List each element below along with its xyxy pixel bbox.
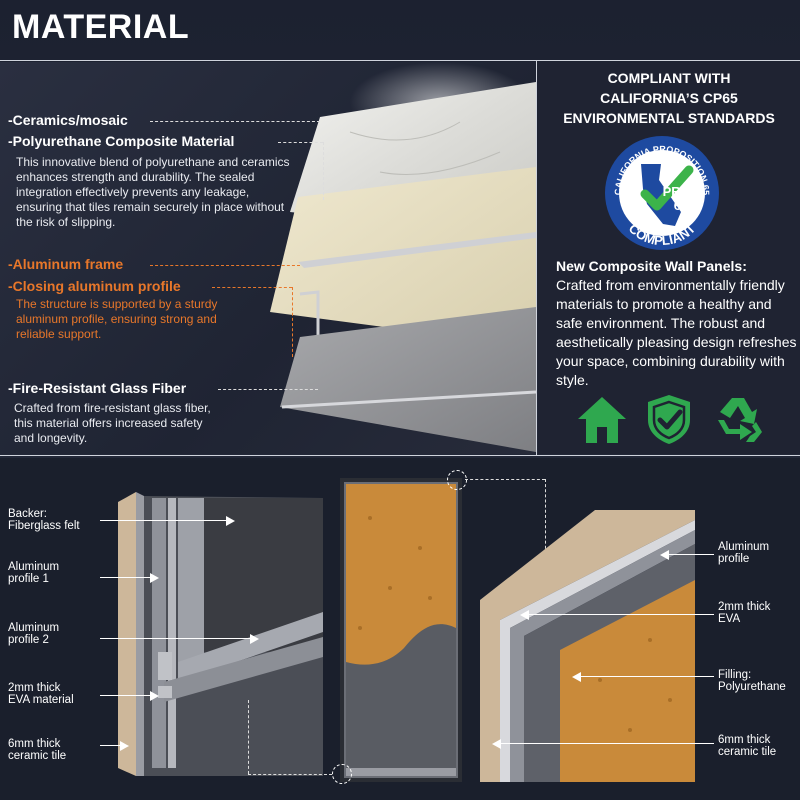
leader-closing-profile	[212, 287, 292, 288]
label-alu1-line-1: Aluminum	[8, 561, 60, 573]
label-tile-left-line-1: 6mm thick	[8, 738, 61, 750]
label-alu-right-line-1: Aluminum	[718, 541, 770, 553]
arrow-tile-right-head	[492, 739, 501, 749]
left-section-diagram	[118, 492, 323, 776]
leader-ceramics	[150, 121, 320, 122]
arrow-alu-right	[668, 554, 714, 555]
label-eva-right: 2mm thick EVA	[718, 601, 770, 625]
label-alu-right-line-2: profile	[718, 553, 750, 565]
arrow-filling-head	[572, 672, 581, 682]
composite-panels-title: New Composite Wall Panels:	[556, 258, 747, 274]
label-eva-right-line-1: 2mm thick	[718, 601, 771, 613]
center-cut-diagram	[340, 478, 462, 782]
composite-panels-body: Crafted from environmentally friendly ma…	[556, 277, 797, 388]
label-alu1-line-2: profile 1	[8, 573, 49, 585]
zoom-circle-bottom	[332, 764, 352, 784]
arrow-tile-left-head	[120, 741, 129, 751]
prop65-seal-icon: CALIFORNIA PROPOSITION 65 COMPLIANT PROP…	[605, 136, 719, 250]
arrow-eva-left-head	[150, 691, 159, 701]
arrow-alu2-head	[250, 634, 259, 644]
compliance-heading-line-3: ENVIRONMENTAL STANDARDS	[563, 110, 775, 126]
arrow-filling	[580, 676, 714, 677]
compliance-heading-line-1: COMPLIANT WITH	[607, 70, 731, 86]
zoom-link-right-h	[465, 479, 545, 480]
label-tile-left: 6mm thick ceramic tile	[8, 738, 66, 762]
page-title: MATERIAL	[12, 8, 190, 46]
label-backer-line-2: Fiberglass felt	[8, 520, 80, 532]
seal-prop-text: PROP	[663, 184, 700, 199]
zoom-link-left-v	[248, 700, 249, 774]
arrow-alu1-head	[150, 573, 159, 583]
layer-stack-illustration	[270, 62, 536, 452]
label-glass-fiber: -Fire-Resistant Glass Fiber	[8, 380, 187, 396]
divider-bottom	[0, 455, 800, 456]
label-closing-profile: -Closing aluminum profile	[8, 278, 181, 294]
recycle-icon	[718, 398, 762, 442]
arrow-backer-head	[226, 516, 235, 526]
arrow-backer	[100, 520, 228, 521]
divider-top	[0, 60, 800, 61]
zoom-circle-top	[447, 470, 467, 490]
closing-profile-description: The structure is supported by a sturdy a…	[16, 297, 218, 341]
label-eva-left: 2mm thick EVA material	[8, 682, 74, 706]
label-tile-right-line-2: ceramic tile	[718, 746, 777, 758]
arrow-eva-right-head	[520, 610, 529, 620]
leader-closing-profile-v	[292, 287, 293, 357]
arrow-tile-right	[500, 743, 714, 744]
label-alu2-line-2: profile 2	[8, 634, 49, 646]
label-alu2: Aluminum profile 2	[8, 622, 59, 646]
arrow-alu1	[100, 577, 152, 578]
label-aluminum-frame: -Aluminum frame	[8, 256, 124, 272]
label-eva-left-line-2: EVA material	[8, 694, 74, 706]
compliance-heading: COMPLIANT WITH CALIFORNIA’S CP65 ENVIRON…	[538, 68, 800, 128]
compliance-heading-line-2: CALIFORNIA’S CP65	[600, 90, 738, 106]
label-alu-right: Aluminum profile	[718, 541, 769, 565]
label-filling: Filling: Polyurethane	[718, 669, 786, 693]
right-section-diagram	[480, 510, 695, 782]
zoom-link-right-v	[545, 479, 546, 559]
arrow-alu2	[100, 638, 252, 639]
label-eva-left-line-1: 2mm thick	[8, 682, 61, 694]
layer-polyurethane	[270, 167, 536, 347]
compliance-panel	[538, 62, 800, 454]
label-backer: Backer: Fiberglass felt	[8, 508, 80, 532]
arrow-tile-left	[100, 745, 122, 746]
seal-number-text: 65	[674, 198, 688, 213]
label-alu1: Aluminum profile 1	[8, 561, 59, 585]
arrow-alu-right-head	[660, 550, 669, 560]
leader-aluminum-frame	[150, 265, 300, 266]
leader-polyurethane	[278, 142, 323, 143]
label-backer-line-1: Backer:	[8, 508, 47, 520]
shield-check-icon	[648, 395, 690, 444]
label-tile-right-line-1: 6mm thick	[718, 734, 771, 746]
label-filling-line-2: Polyurethane	[718, 681, 786, 693]
divider-vertical	[536, 60, 537, 455]
label-ceramics: -Ceramics/mosaic	[8, 112, 128, 128]
label-eva-right-line-2: EVA	[718, 613, 741, 625]
layer-aluminum-frame	[298, 232, 536, 268]
label-polyurethane: -Polyurethane Composite Material	[8, 133, 235, 149]
leader-polyurethane-v	[323, 142, 324, 200]
label-tile-left-line-2: ceramic tile	[8, 750, 67, 762]
label-alu2-line-1: Aluminum	[8, 622, 60, 634]
layer-glass-fiber	[280, 307, 536, 452]
glass-fiber-description: Crafted from fire-resistant glass fiber,…	[14, 401, 211, 445]
polyurethane-description: This innovative blend of polyurethane an…	[16, 155, 290, 229]
house-icon	[578, 397, 626, 443]
arrow-eva-left	[100, 695, 152, 696]
leader-glass-fiber	[218, 389, 318, 390]
label-filling-line-1: Filling:	[718, 669, 752, 681]
label-tile-right: 6mm thick ceramic tile	[718, 734, 776, 758]
arrow-eva-right	[528, 614, 714, 615]
zoom-link-left-h	[248, 774, 332, 775]
